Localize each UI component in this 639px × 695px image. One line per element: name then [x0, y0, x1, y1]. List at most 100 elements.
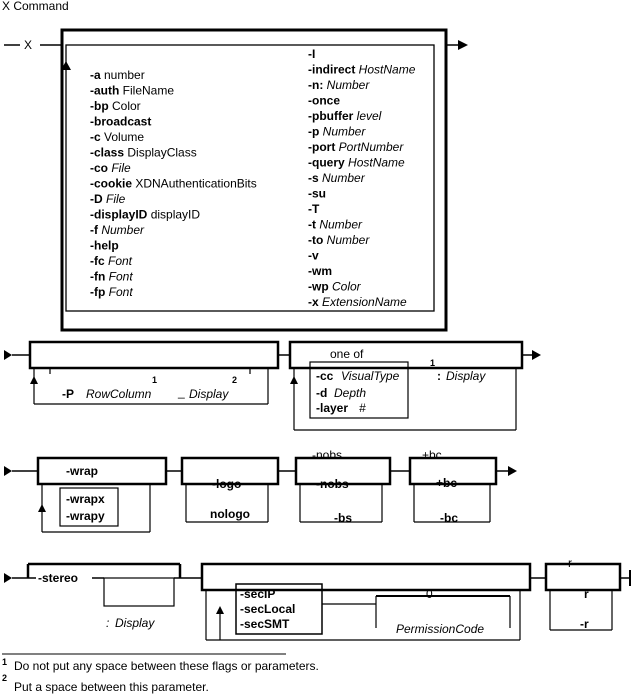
option-flag: -s — [308, 171, 319, 185]
left-option-9: -displayID displayID — [90, 208, 200, 222]
layer-flag: -layer — [316, 401, 348, 415]
option-flag: -f — [90, 223, 99, 237]
option-flag: -p — [308, 125, 319, 139]
option-arg: File — [108, 161, 131, 175]
minus-bc-flag: -bc — [440, 511, 458, 525]
option-flag: -bp — [90, 99, 109, 113]
left-option-14: -fp Font — [90, 285, 133, 299]
option-arg: HostName — [355, 63, 415, 77]
option-flag: -fp — [90, 285, 105, 299]
left-option-3: -broadcast — [90, 115, 151, 129]
layer-arg: # — [359, 401, 366, 415]
option-flag: -n: — [308, 78, 323, 92]
seclocal-flag: -secLocal — [240, 602, 295, 616]
option-arg: ExtensionName — [319, 295, 407, 309]
option-arg: PortNumber — [335, 140, 404, 154]
left-option-4: -c Volume — [90, 130, 144, 144]
right-option-9: -su — [308, 187, 326, 201]
right-option-16: -x ExtensionName — [308, 295, 407, 309]
d-arg: Depth — [334, 386, 366, 400]
option-flag: -x — [308, 295, 319, 309]
option-flag: -T — [308, 202, 320, 216]
left-option-12: -fc Font — [90, 254, 133, 268]
option-flag: -indirect — [308, 63, 355, 77]
right-option-1: -indirect HostName — [308, 63, 416, 77]
option-flag: -auth — [90, 84, 119, 98]
option-flag: -fc — [90, 254, 105, 268]
d-flag: -d — [316, 386, 327, 400]
option-flag: -t — [308, 218, 316, 232]
display-footnote-ref: 2 — [232, 375, 237, 385]
option-flag: -a — [90, 68, 101, 82]
rowcolumn-param: RowColumn — [86, 387, 152, 401]
nobs-flag: -nobs — [316, 477, 349, 491]
footnote-1-text: Do not put any space between these flags… — [14, 659, 319, 673]
left-option-10: -f Number — [90, 223, 145, 237]
option-flag: -to — [308, 233, 323, 247]
r-default: r — [568, 556, 572, 570]
option-flag: -broadcast — [90, 115, 151, 129]
row4-lines — [4, 562, 631, 641]
right-option-11: -t Number — [308, 218, 363, 232]
right-option-12: -to Number — [308, 233, 370, 247]
cc-arg: VisualType — [341, 369, 400, 383]
row1-lines: X — [4, 28, 468, 332]
colon-display-param: Display — [446, 369, 486, 383]
right-option-14: -wm — [308, 264, 332, 278]
left-option-11: -help — [90, 239, 119, 253]
rowcolumn-footnote-ref: 1 — [152, 375, 157, 385]
option-arg: HostName — [345, 156, 405, 170]
stereo-display-prefix: : — [106, 616, 109, 630]
left-option-13: -fn Font — [90, 270, 133, 284]
option-arg: XDNAuthenticationBits — [132, 177, 257, 191]
one-of-footnote-ref: 1 — [430, 358, 435, 368]
wrap-flag: -wrap — [66, 464, 98, 478]
option-flag: -I — [308, 47, 315, 61]
left-option-1: -auth FileName — [90, 84, 174, 98]
option-arg: DisplayClass — [124, 146, 197, 160]
nobs-default: -nobs — [312, 448, 342, 462]
option-flag: -once — [308, 94, 340, 108]
nologo-flag: nologo — [210, 507, 250, 521]
footnote-2-text: Put a space between this parameter. — [14, 680, 209, 694]
left-option-7: -cookie XDNAuthenticationBits — [90, 177, 257, 191]
row2-lines — [4, 340, 541, 431]
right-option-7: -query HostName — [308, 156, 405, 170]
option-arg: displayID — [147, 208, 200, 222]
option-arg: level — [353, 109, 381, 123]
option-arg: File — [103, 192, 126, 206]
right-option-15: -wp Color — [308, 280, 362, 294]
right-option-8: -s Number — [308, 171, 366, 185]
option-flag: -wm — [308, 264, 332, 278]
cc-flag: -cc — [316, 369, 334, 383]
option-arg: Number — [319, 125, 366, 139]
option-flag: -fn — [90, 270, 105, 284]
left-option-5: -class DisplayClass — [90, 146, 197, 160]
option-flag: -wp — [308, 280, 329, 294]
right-option-6: -port PortNumber — [308, 140, 404, 154]
minus-r-flag: -r — [580, 617, 589, 631]
option-arg: Number — [98, 223, 145, 237]
bc-flag: +bc — [436, 476, 457, 490]
bc-default: +bc — [422, 448, 442, 462]
option-arg: Number — [323, 233, 370, 247]
p-flag: -P — [62, 387, 74, 401]
option-flag: -displayID — [90, 208, 148, 222]
right-option-5: -p Number — [308, 125, 366, 139]
option-arg: Number — [319, 171, 366, 185]
permission-code-param: PermissionCode — [396, 622, 484, 636]
left-option-8: -D File — [90, 192, 126, 206]
left-option-2: -bp Color — [90, 99, 141, 113]
option-flag: -co — [90, 161, 108, 175]
option-arg: Number — [316, 218, 363, 232]
separator-dash: _ — [177, 385, 185, 399]
right-option-0: -I — [308, 47, 315, 61]
row3-lines — [4, 456, 517, 533]
stereo-display-param: Display — [115, 616, 155, 630]
stereo-flag: -stereo — [38, 571, 78, 585]
option-flag: -help — [90, 239, 119, 253]
option-arg: Color — [329, 280, 362, 294]
secsmt-flag: -secSMT — [240, 617, 290, 631]
wrapy-flag: -wrapy — [66, 509, 105, 523]
